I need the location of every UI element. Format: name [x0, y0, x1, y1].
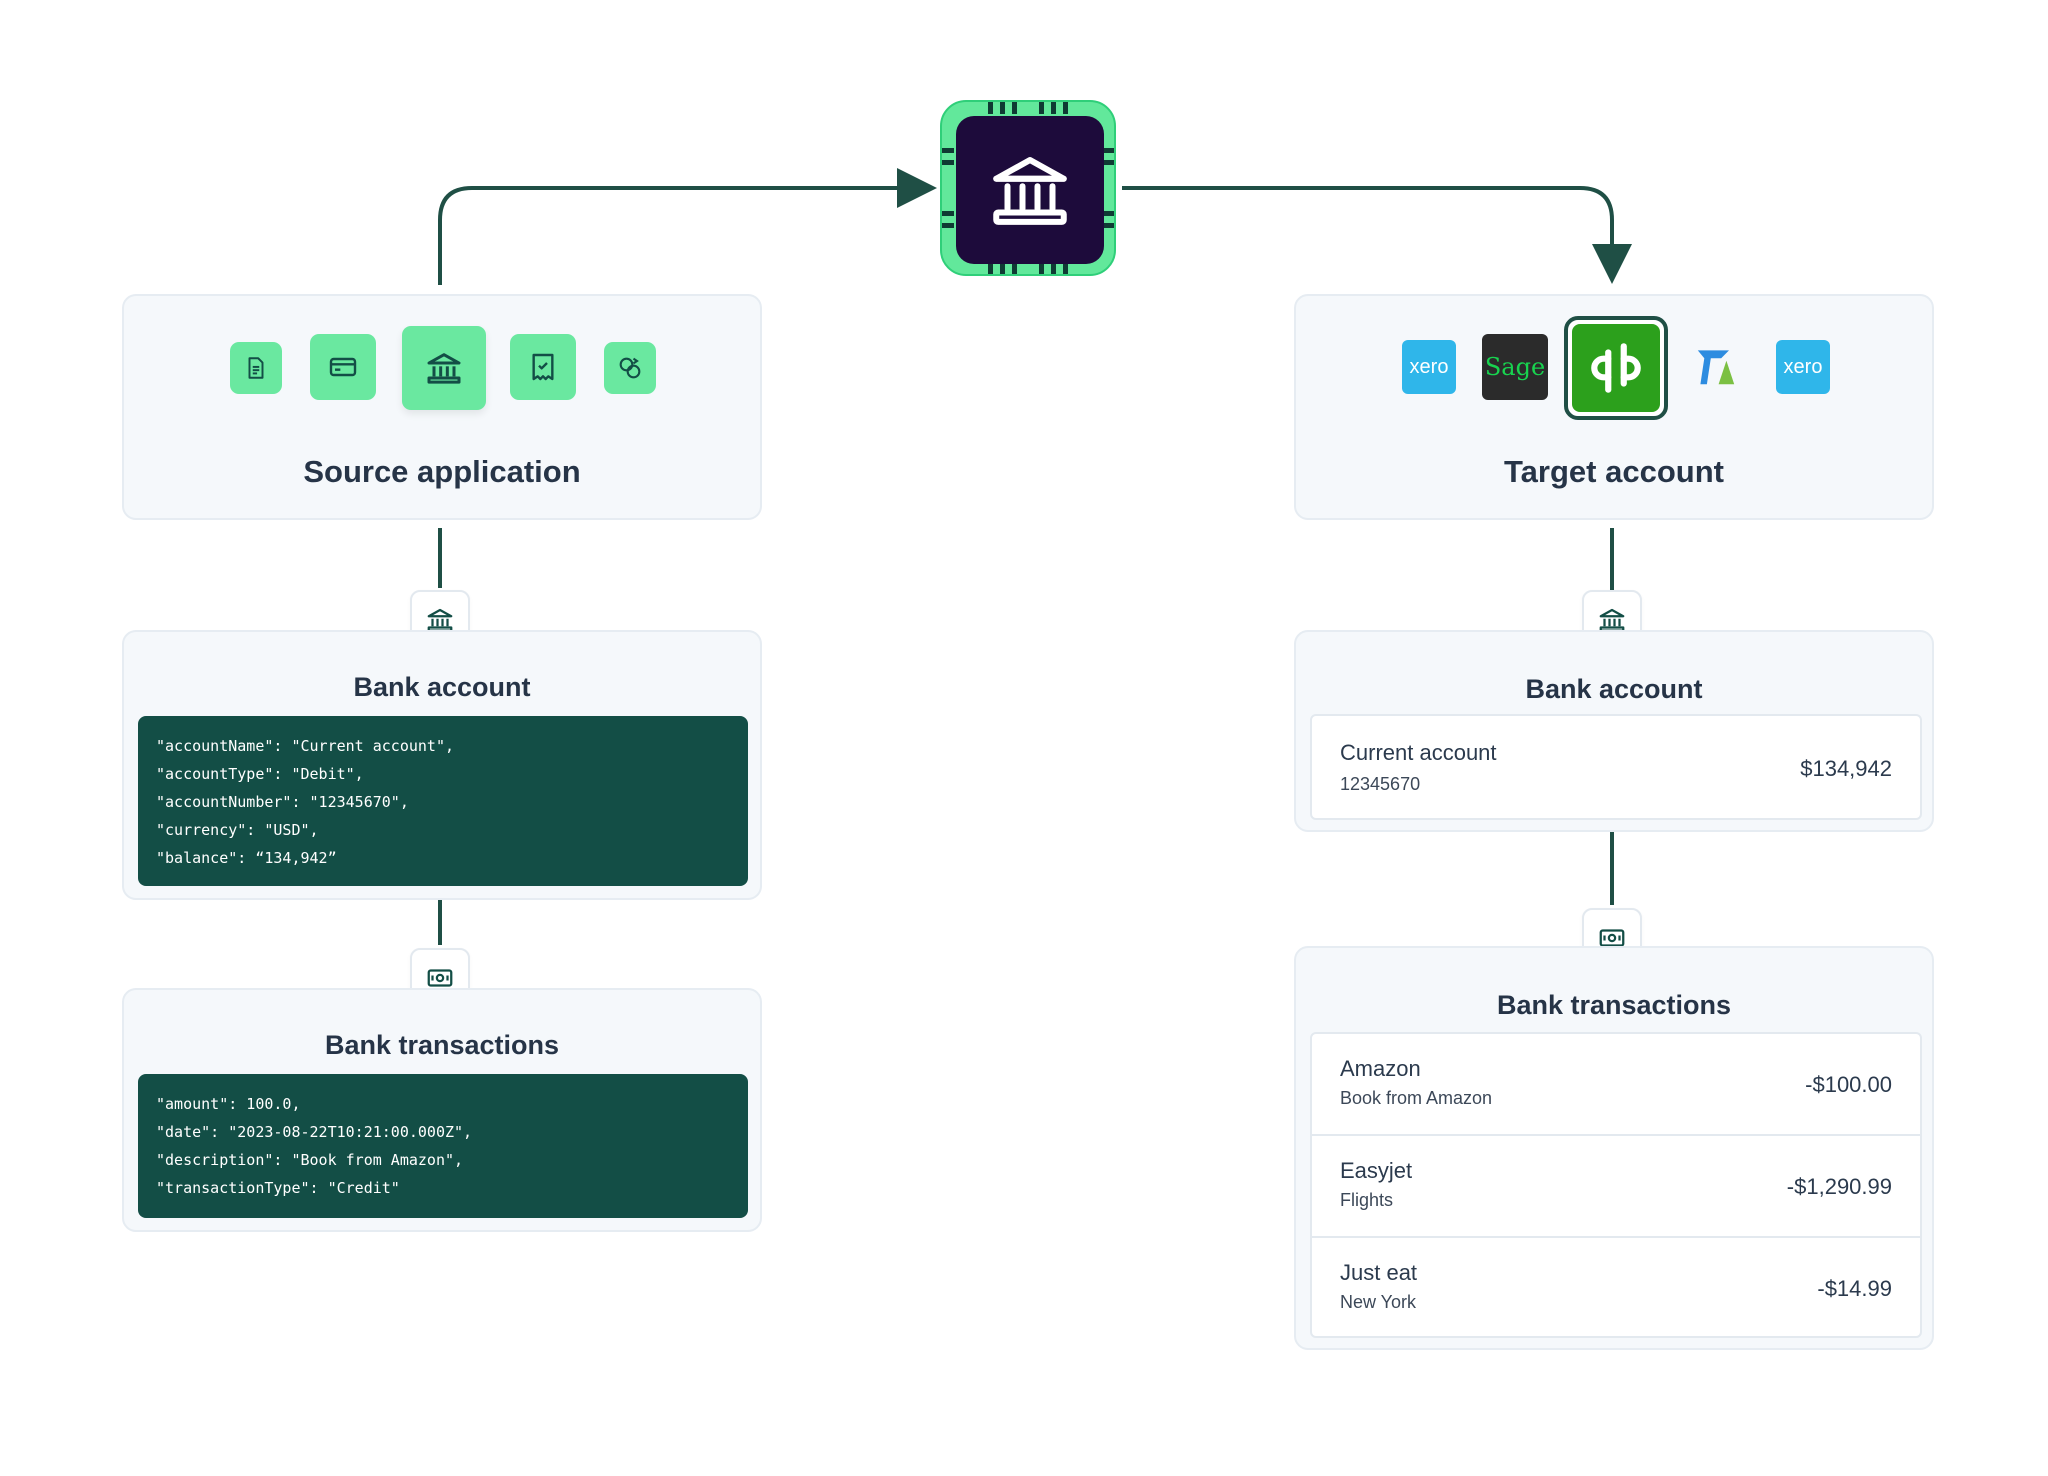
source-bank-transactions-card: Bank transactions "amount": 100.0, "date… — [122, 988, 762, 1232]
xero-logo[interactable]: xero — [1402, 340, 1456, 394]
source-application-card: Source application — [122, 294, 762, 520]
document-icon — [248, 357, 264, 379]
bank-transactions-json: "amount": 100.0, "date": "2023-08-22T10:… — [138, 1074, 748, 1218]
source-bank-transactions-title: Bank transactions — [324, 1030, 560, 1060]
document-tile[interactable] — [230, 342, 282, 394]
code-line: "description": "Book from Amazon", — [156, 1151, 464, 1169]
code-line: "accountName": "Current account", — [156, 737, 455, 755]
code-line: "balance": “134,942” — [156, 849, 337, 867]
code-line: "date": "2023-08-22T10:21:00.000Z", — [156, 1123, 473, 1141]
target-bank-transactions-title: Bank transactions — [1496, 990, 1732, 1020]
sage-logo[interactable]: Sage — [1482, 334, 1548, 400]
quickbooks-icon — [1572, 324, 1660, 412]
transaction-description: Flights — [1340, 1190, 1394, 1210]
bank-tile[interactable] — [402, 326, 486, 410]
credit-card-icon — [329, 357, 357, 377]
exchange-tile[interactable] — [604, 342, 656, 394]
receipt-icon — [532, 353, 554, 381]
transaction-amount: -$1,290.99 — [1786, 1174, 1892, 1199]
account-number: 12345670 — [1340, 774, 1421, 794]
transaction-row[interactable]: Amazon Book from Amazon -$100.00 — [1312, 1034, 1920, 1134]
transaction-name: Easyjet — [1340, 1158, 1413, 1183]
freeagent-icon — [1697, 350, 1735, 385]
hub-inner — [956, 116, 1104, 264]
bank-icon — [427, 353, 461, 384]
code-line: "accountNumber": "12345670", — [156, 793, 409, 811]
banknote-icon — [427, 969, 453, 987]
transaction-description: Book from Amazon — [1340, 1088, 1493, 1108]
freeagent-logo[interactable] — [1686, 336, 1746, 396]
target-account-title: Target account — [1504, 454, 1724, 489]
transaction-name: Just eat — [1340, 1260, 1418, 1285]
target-bank-account-title: Bank account — [1525, 674, 1703, 704]
account-name: Current account — [1340, 740, 1497, 765]
transactions-list: Amazon Book from Amazon -$100.00 Easyjet… — [1310, 1032, 1922, 1338]
account-balance: $134,942 — [1800, 756, 1892, 781]
source-application-title: Source application — [303, 454, 581, 489]
target-bank-transactions-card: Bank transactions Amazon Book from Amazo… — [1294, 946, 1934, 1350]
account-panel[interactable]: Current account 12345670 $134,942 — [1310, 714, 1922, 820]
transaction-row[interactable]: Easyjet Flights -$1,290.99 — [1312, 1134, 1920, 1236]
transaction-amount: -$14.99 — [1817, 1276, 1892, 1301]
bank-icon — [993, 157, 1067, 225]
arrow-source-to-hub — [438, 168, 937, 285]
source-bank-account-title: Bank account — [353, 672, 531, 702]
bank-account-json: "accountName": "Current account", "accou… — [138, 716, 748, 886]
arrow-hub-to-target — [1122, 186, 1632, 284]
code-line: "amount": 100.0, — [156, 1095, 301, 1113]
code-line: "currency": "USD", — [156, 821, 319, 839]
credit-card-tile[interactable] — [310, 334, 376, 400]
receipt-tile[interactable] — [510, 334, 576, 400]
quickbooks-mark — [1591, 343, 1641, 393]
transaction-description: New York — [1340, 1292, 1417, 1312]
transaction-name: Amazon — [1340, 1056, 1421, 1081]
target-account-card: xero Sage xero Target account — [1294, 294, 1934, 520]
exchange-icon — [619, 357, 641, 379]
transaction-row[interactable]: Just eat New York -$14.99 — [1312, 1236, 1920, 1338]
code-line: "transactionType": "Credit" — [156, 1179, 400, 1197]
chip-pins — [942, 102, 1114, 274]
source-bank-account-card: Bank account "accountName": "Current acc… — [122, 630, 762, 900]
transaction-amount: -$100.00 — [1805, 1072, 1892, 1097]
quickbooks-logo[interactable] — [1564, 316, 1668, 420]
xero-logo-2[interactable]: xero — [1776, 340, 1830, 394]
banknote-icon — [1599, 929, 1625, 947]
target-bank-account-card: Bank account Current account 12345670 $1… — [1294, 630, 1934, 832]
code-line: "accountType": "Debit", — [156, 765, 364, 783]
bank-hub — [940, 100, 1116, 276]
